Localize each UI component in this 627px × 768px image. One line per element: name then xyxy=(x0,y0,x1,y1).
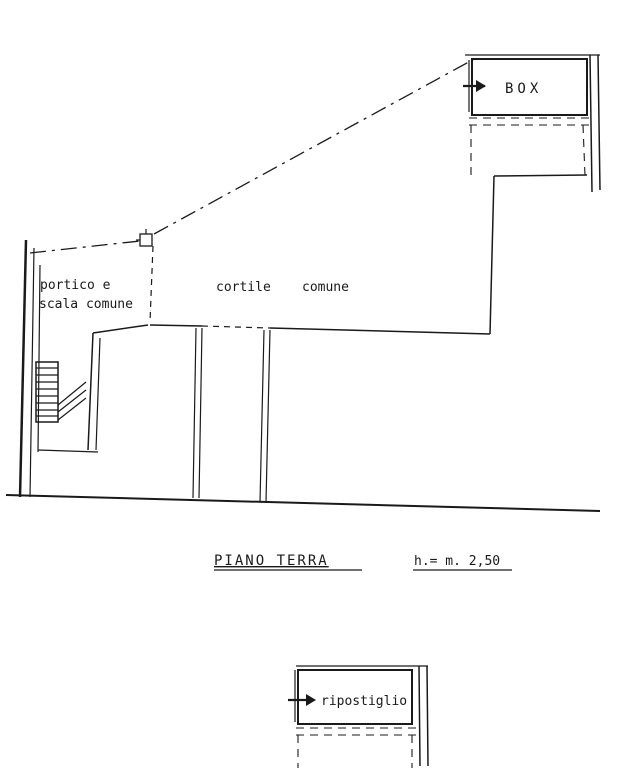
portico-label-line2: scala comune xyxy=(39,297,133,312)
staircase xyxy=(35,361,87,423)
ripostiglio-room xyxy=(294,665,429,768)
courtyard-boundary xyxy=(149,174,588,335)
comune-label: comune xyxy=(302,280,349,295)
ripostiglio-entry-arrow-icon xyxy=(288,694,316,706)
box-garage xyxy=(465,54,601,193)
box-label: BOX xyxy=(505,81,542,97)
left-wall xyxy=(18,239,41,498)
cortile-label: cortile xyxy=(216,280,271,295)
portico-dashed-edge xyxy=(149,245,154,323)
interior-walls xyxy=(37,324,271,503)
ripostiglio-label: ripostiglio xyxy=(321,694,407,709)
property-boundary xyxy=(29,57,477,254)
pillar xyxy=(136,229,153,247)
ground-line xyxy=(5,494,601,512)
height-note: h.= m. 2,50 xyxy=(414,554,500,569)
portico-label-line1: portico e xyxy=(40,278,111,293)
floor-title: PIANO TERRA xyxy=(214,553,329,569)
box-entry-arrow-icon xyxy=(463,80,486,92)
